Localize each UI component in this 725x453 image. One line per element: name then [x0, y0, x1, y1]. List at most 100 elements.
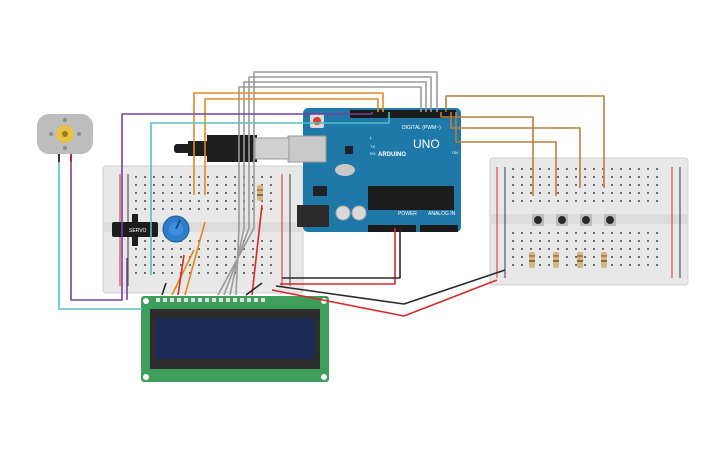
breadboard-hole — [216, 184, 218, 186]
lcd-pin — [184, 298, 188, 302]
push-buttons[interactable] — [532, 214, 616, 226]
breadboard-hole — [189, 184, 191, 186]
wire-purple-1 — [70, 112, 373, 301]
breadboard-hole — [189, 272, 191, 274]
breadboard-hole — [638, 248, 640, 250]
wire-cyan-motor — [150, 112, 390, 275]
push-button-cap[interactable] — [606, 216, 614, 224]
breadboard-hole — [252, 272, 254, 274]
power-jack[interactable] — [297, 205, 329, 227]
breadboard-hole — [153, 192, 155, 194]
breadboard-hole — [620, 184, 622, 186]
breadboard-hole — [656, 184, 658, 186]
breadboard-hole — [638, 176, 640, 178]
breadboard-hole — [584, 200, 586, 202]
breadboard-hole — [207, 192, 209, 194]
breadboard-hole — [566, 168, 568, 170]
breadboard-hole — [539, 176, 541, 178]
breadboard-hole — [234, 248, 236, 250]
breadboard-hole — [656, 256, 658, 258]
arduino-uno[interactable]: DIGITAL (PWM~) ARDUINO UNO L TX RX ON PO… — [287, 108, 461, 232]
on-label: ON — [452, 150, 458, 155]
breadboard-hole — [171, 272, 173, 274]
breadboard-hole — [162, 256, 164, 258]
breadboard-hole — [611, 232, 613, 234]
breadboard-hole — [135, 264, 137, 266]
breadboard-hole — [261, 184, 263, 186]
breadboard-hole — [171, 176, 173, 178]
breadboard-hole — [243, 256, 245, 258]
breadboard-hole — [153, 200, 155, 202]
breadboard-hole — [153, 272, 155, 274]
breadboard-hole — [647, 176, 649, 178]
power-header — [368, 225, 416, 232]
breadboard-hole — [207, 176, 209, 178]
breadboard-hole — [144, 256, 146, 258]
breadboard-hole — [584, 176, 586, 178]
breadboard-hole — [153, 248, 155, 250]
breadboard-hole — [638, 264, 640, 266]
breadboard-hole — [566, 256, 568, 258]
breadboard-hole — [539, 184, 541, 186]
breadboard-hole — [171, 248, 173, 250]
breadboard-hole — [225, 272, 227, 274]
breadboard-hole — [539, 232, 541, 234]
breadboard-hole — [566, 232, 568, 234]
breadboard-hole — [647, 184, 649, 186]
breadboard-hole — [602, 232, 604, 234]
push-button-cap[interactable] — [534, 216, 542, 224]
breadboard-hole — [611, 264, 613, 266]
breadboard-hole — [620, 232, 622, 234]
breadboard-hole — [234, 184, 236, 186]
breadboard-hole — [611, 168, 613, 170]
breadboard-hole — [593, 232, 595, 234]
usb-port[interactable] — [287, 135, 327, 163]
breadboard-hole — [593, 256, 595, 258]
breadboard-hole — [548, 232, 550, 234]
breadboard-hole — [521, 256, 523, 258]
breadboard-hole — [207, 184, 209, 186]
breadboard-hole — [207, 208, 209, 210]
breadboard-hole — [656, 176, 658, 178]
push-button-cap[interactable] — [558, 216, 566, 224]
breadboard-hole — [216, 264, 218, 266]
breadboard-hole — [557, 176, 559, 178]
wire-gray-4 — [235, 86, 422, 296]
breadboard-hole — [629, 248, 631, 250]
wire-orange-4 — [184, 221, 206, 296]
breadboard-hole — [144, 184, 146, 186]
wire-gray-1 — [217, 71, 438, 296]
breadboard-hole — [252, 200, 254, 202]
breadboard-hole — [647, 200, 649, 202]
breadboard-hole — [270, 176, 272, 178]
breadboard-hole — [207, 200, 209, 202]
breadboard-hole — [629, 184, 631, 186]
breadboard-hole — [575, 256, 577, 258]
digital-header — [350, 110, 456, 118]
breadboard-hole — [198, 272, 200, 274]
breadboard-hole — [593, 184, 595, 186]
breadboard-hole — [207, 264, 209, 266]
breadboard-hole — [566, 248, 568, 250]
breadboard-hole — [620, 192, 622, 194]
breadboard-hole — [135, 192, 137, 194]
dc-motor[interactable] — [37, 114, 93, 162]
breadboard-hole — [602, 240, 604, 242]
potentiometer[interactable] — [162, 215, 190, 243]
breadboard-hole — [629, 168, 631, 170]
breadboard-hole — [225, 192, 227, 194]
wire-black-4 — [161, 282, 167, 296]
breadboard-hole — [261, 200, 263, 202]
breadboard-hole — [647, 232, 649, 234]
breadboard-hole — [620, 248, 622, 250]
breadboard-hole — [162, 240, 164, 242]
usb-cable[interactable] — [174, 135, 290, 162]
breadboard-hole — [198, 264, 200, 266]
breadboard-hole — [620, 264, 622, 266]
push-button-cap[interactable] — [582, 216, 590, 224]
lcd-display[interactable] — [141, 296, 329, 382]
servo-motor[interactable]: SERVO — [112, 214, 158, 246]
breadboard-hole — [521, 184, 523, 186]
breadboard-hole — [512, 264, 514, 266]
